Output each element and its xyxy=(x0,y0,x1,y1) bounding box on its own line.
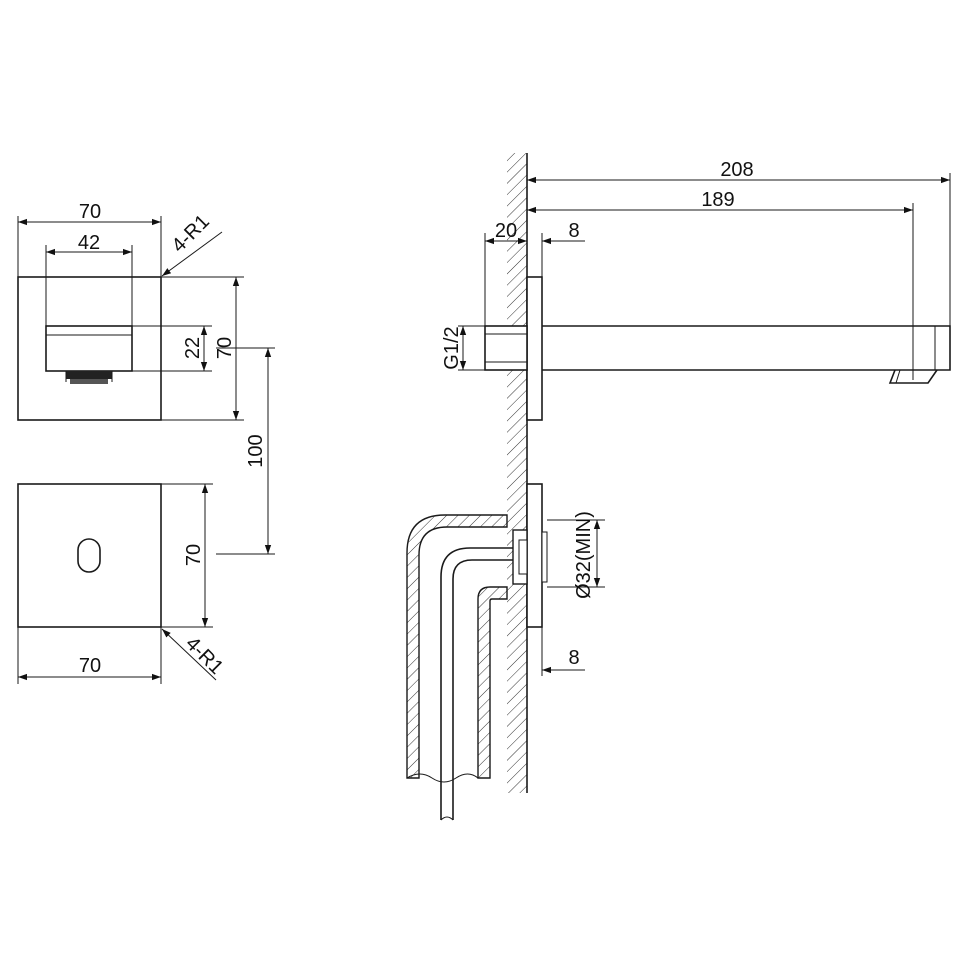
dim-projection-outlet-label: 189 xyxy=(701,189,734,211)
dim-center-distance-label: 100 xyxy=(245,434,267,467)
dim-plate-thickness-bottom-label: 8 xyxy=(568,647,579,669)
sensor-window xyxy=(77,538,101,573)
threaded-connector xyxy=(484,325,528,371)
dim-corner-radius-top: 4-R1 xyxy=(161,211,223,277)
corner-radius-top-label: 4-R1 xyxy=(168,211,214,257)
dim-outlet-height: 22 xyxy=(132,325,212,372)
dim-corner-radius-bottom: 4-R1 xyxy=(161,628,227,681)
sensor-side-view xyxy=(512,483,548,628)
sensor-front-view xyxy=(17,483,162,628)
spout-outlet xyxy=(888,369,938,384)
sensor-mounting-plate xyxy=(526,483,543,628)
dim-thread-label: G1/2 xyxy=(441,326,463,369)
dim-sensor-height-label: 70 xyxy=(183,544,205,566)
dim-projection-outlet: 189 xyxy=(527,189,914,380)
dim-sensor-width: 70 xyxy=(17,627,162,684)
spout-side-view xyxy=(484,276,951,421)
dim-sensor-width-label: 70 xyxy=(79,655,101,677)
dim-center-distance: 100 xyxy=(216,347,275,555)
corner-radius-bottom-label: 4-R1 xyxy=(181,633,227,679)
dim-plate-thickness-top: 8 xyxy=(541,220,585,277)
spout-outlet-body xyxy=(45,325,133,372)
dim-plate-thickness-bottom: 8 xyxy=(541,627,585,676)
aerator xyxy=(65,371,113,384)
sensor-plate xyxy=(17,483,162,628)
dim-outlet-width-label: 42 xyxy=(78,232,100,254)
dim-outlet-height-label: 22 xyxy=(182,337,204,359)
spout-body xyxy=(542,325,951,371)
dim-spout-width: 70 xyxy=(17,201,162,277)
dim-outlet-width: 42 xyxy=(45,232,133,326)
dim-projection-total-label: 208 xyxy=(720,159,753,181)
dim-plate-thickness-top-label: 8 xyxy=(568,220,579,242)
conduit-sleeve xyxy=(406,514,508,783)
dim-wall-depth-label: 20 xyxy=(495,220,517,242)
dim-thread: G1/2 xyxy=(441,325,485,371)
spout-mounting-plate xyxy=(526,276,543,421)
dim-hole-diameter-label: Ø32(MIN) xyxy=(573,511,595,599)
wall-section xyxy=(507,153,528,793)
dim-wall-depth: 20 xyxy=(484,220,527,326)
dim-spout-width-label: 70 xyxy=(79,201,101,223)
dim-sensor-height: 70 xyxy=(161,483,213,628)
spout-front-view xyxy=(17,276,162,421)
sensor-cable xyxy=(440,547,513,821)
spout-plate xyxy=(17,276,162,421)
dim-hole-diameter: Ø32(MIN) xyxy=(547,511,605,599)
dim-projection-total: 208 xyxy=(527,159,951,326)
